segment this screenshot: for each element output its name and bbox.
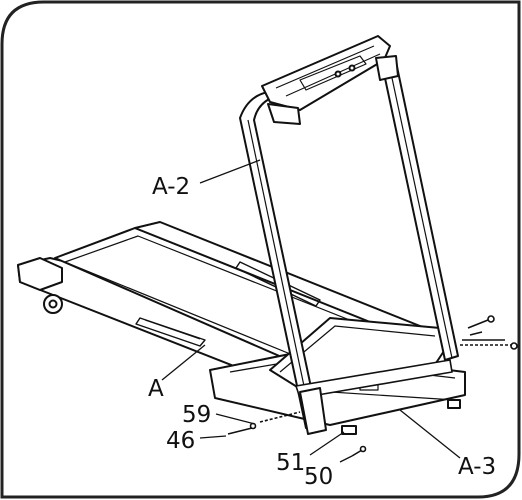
label-a3: A-3 bbox=[458, 454, 497, 480]
leader-lines bbox=[161, 159, 461, 463]
label-46: 46 bbox=[166, 428, 196, 454]
leader-a bbox=[161, 344, 206, 381]
upright-frame bbox=[239, 35, 459, 435]
label-50: 50 bbox=[304, 464, 334, 490]
leader-a3 bbox=[399, 409, 461, 459]
label-a: A bbox=[148, 376, 164, 402]
hardware bbox=[227, 315, 518, 457]
leader-a2 bbox=[199, 159, 261, 184]
leader-46 bbox=[199, 435, 227, 439]
label-a2: A-2 bbox=[152, 174, 191, 200]
label-59: 59 bbox=[182, 402, 212, 428]
leader-51 bbox=[309, 431, 345, 456]
leader-59 bbox=[215, 413, 256, 425]
leader-50 bbox=[339, 455, 353, 463]
label-51: 51 bbox=[276, 450, 306, 476]
